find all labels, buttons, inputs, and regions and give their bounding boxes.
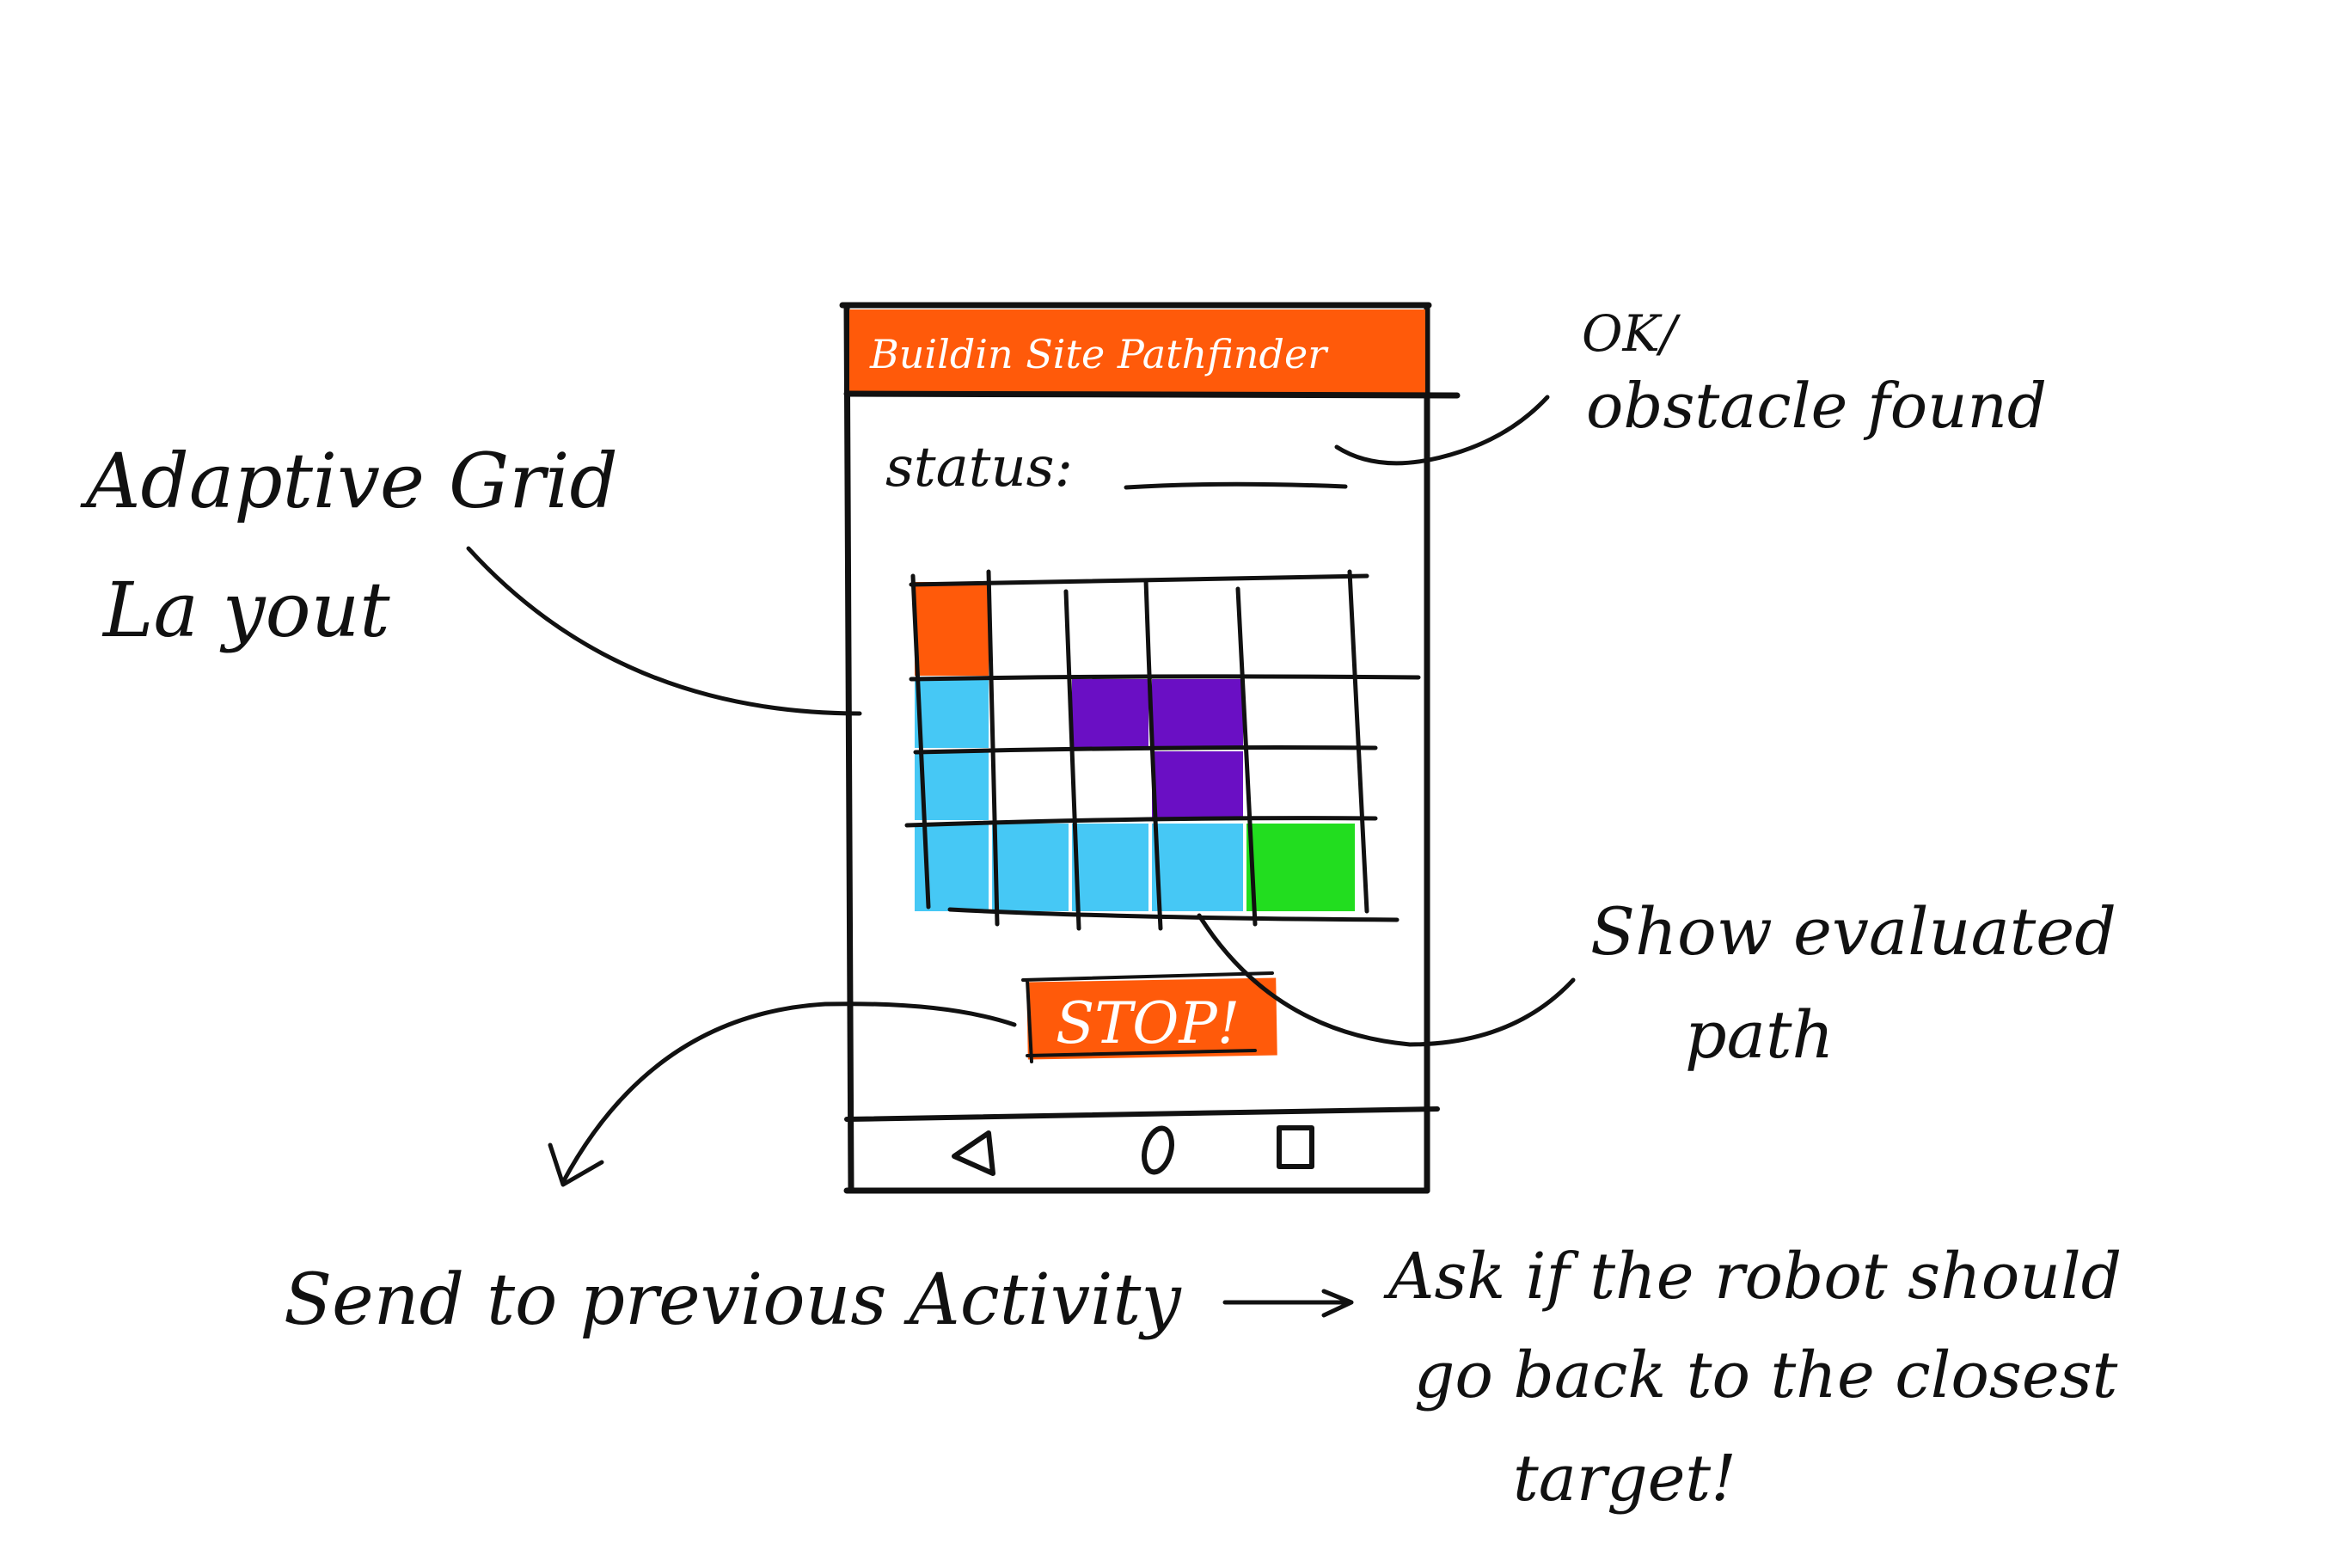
android-nav-bar [844, 1106, 1440, 1176]
grid-cell-start [915, 582, 989, 676]
grid-cell-path [915, 751, 989, 820]
annotation-status-line1: OK/ [1582, 304, 1681, 363]
status-value-line [1124, 481, 1348, 490]
annotation-adaptive-grid: Adaptive Grid La yout [80, 437, 862, 716]
annotation-ask-robot: Ask if the robot should go back to the c… [1383, 1240, 2122, 1516]
annotation-ask-robot-line3: target! [1513, 1442, 1736, 1516]
annotation-evaluated-path-line2: path [1685, 996, 1834, 1073]
grid-cell-path [1072, 824, 1148, 911]
grid-cell-obstacle [1072, 679, 1148, 748]
grid-cell-path [1152, 824, 1243, 911]
grid-cell-obstacle [1152, 751, 1243, 820]
grid-cell-path [992, 824, 1069, 911]
annotation-evaluated-path-line1: Show evaluated [1590, 893, 2116, 970]
grid-cell-obstacle [1152, 679, 1243, 748]
grid-cell-target [1246, 824, 1355, 911]
stop-button[interactable]: STOP! [1021, 971, 1277, 1063]
square-recents-icon[interactable] [1277, 1125, 1314, 1169]
annotation-adaptive-grid-line2: La yout [101, 566, 390, 654]
arrow-to-ask [1222, 1289, 1354, 1318]
annotation-status-line2: obstacle found [1586, 370, 2047, 442]
annotation-send-previous: Send to previous Activity [284, 1001, 1182, 1341]
circle-home-icon[interactable] [1140, 1125, 1176, 1175]
phone-frame [839, 302, 1432, 1194]
grid-cell-path [915, 679, 989, 748]
annotation-adaptive-grid-line1: Adaptive Grid [80, 437, 618, 525]
annotation-send-previous-text: Send to previous Activity [284, 1259, 1182, 1341]
grid-lines [904, 569, 1421, 931]
app-title-bar: Buildin Site Pathfinder [843, 309, 1461, 399]
annotation-ask-robot-line1: Ask if the robot should [1383, 1240, 2122, 1314]
status-row: status: [885, 436, 1348, 499]
triangle-back-icon[interactable] [952, 1130, 995, 1176]
annotation-evaluated-path: Show evaluated path [1197, 893, 2116, 1073]
adaptive-grid [915, 582, 1355, 911]
annotation-ask-robot-line2: go back to the closest [1414, 1338, 2118, 1412]
annotation-status: OK/ obstacle found [1334, 304, 2047, 466]
status-label: status: [885, 436, 1073, 499]
app-title: Buildin Site Pathfinder [869, 331, 1329, 377]
stop-button-label: STOP! [1056, 990, 1240, 1057]
